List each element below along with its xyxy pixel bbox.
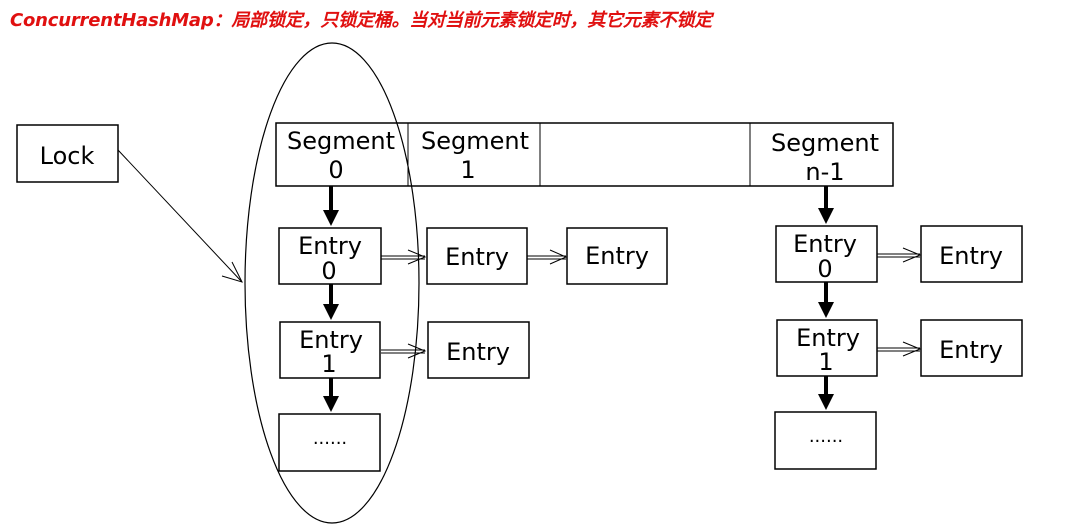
entry-node: Entry: [566, 227, 668, 285]
entry-node: Entry 0: [775, 225, 878, 283]
svg-text:1: 1: [818, 348, 833, 376]
lock-scope-ellipse: [244, 42, 420, 524]
entry-node: Entry: [920, 319, 1023, 377]
segment-0-chain: Entry 0 Entry 1 ......: [278, 186, 382, 472]
entry-node: Entry 1: [279, 321, 381, 379]
entry-node: Entry 0: [278, 227, 382, 285]
svg-text:Entry: Entry: [298, 232, 362, 260]
segment-array: Segment 0 Segment 1 Segment n-1: [275, 122, 894, 187]
entry-node: Entry: [427, 321, 530, 379]
entry-node: Entry 1: [776, 319, 878, 377]
svg-text:Segment: Segment: [287, 127, 395, 155]
svg-text:Entry: Entry: [299, 326, 363, 354]
svg-text:Entry: Entry: [445, 243, 509, 271]
svg-text:Entry: Entry: [796, 324, 860, 352]
segment-n-1: Segment n-1: [771, 129, 879, 186]
lock-label: Lock: [40, 142, 95, 170]
svg-text:Entry: Entry: [939, 336, 1003, 364]
svg-text:0: 0: [321, 257, 336, 285]
svg-text:0: 0: [328, 156, 343, 184]
entry-chain-row-1: Entry: [381, 321, 530, 379]
svg-text:......: ......: [809, 426, 843, 447]
svg-text:1: 1: [460, 156, 475, 184]
svg-text:Entry: Entry: [446, 338, 510, 366]
entry-node: Entry: [920, 225, 1023, 283]
svg-text:......: ......: [313, 428, 347, 449]
ellipsis-node: ......: [774, 411, 877, 470]
segment-0: Segment 0: [287, 127, 395, 184]
ellipsis-node: ......: [278, 413, 381, 472]
lock-connector: [117, 149, 243, 283]
segment-1: Segment 1: [421, 127, 529, 184]
svg-text:1: 1: [321, 350, 336, 378]
svg-text:Entry: Entry: [939, 242, 1003, 270]
diagram-title: ConcurrentHashMap：局部锁定，只锁定桶。当对当前元素锁定时，其它…: [10, 10, 712, 31]
svg-text:0: 0: [817, 255, 832, 283]
svg-text:Segment: Segment: [771, 129, 879, 157]
entry-chain-row-0: Entry Entry: [381, 227, 668, 285]
segment-n-1-chain: Entry 0 Entry 1 ...... Entry Entry: [774, 186, 1023, 470]
svg-text:n-1: n-1: [805, 158, 844, 186]
lock-node: Lock: [16, 124, 119, 183]
svg-text:Entry: Entry: [585, 242, 649, 270]
svg-text:Entry: Entry: [793, 230, 857, 258]
svg-text:Segment: Segment: [421, 127, 529, 155]
entry-node: Entry: [426, 227, 528, 285]
